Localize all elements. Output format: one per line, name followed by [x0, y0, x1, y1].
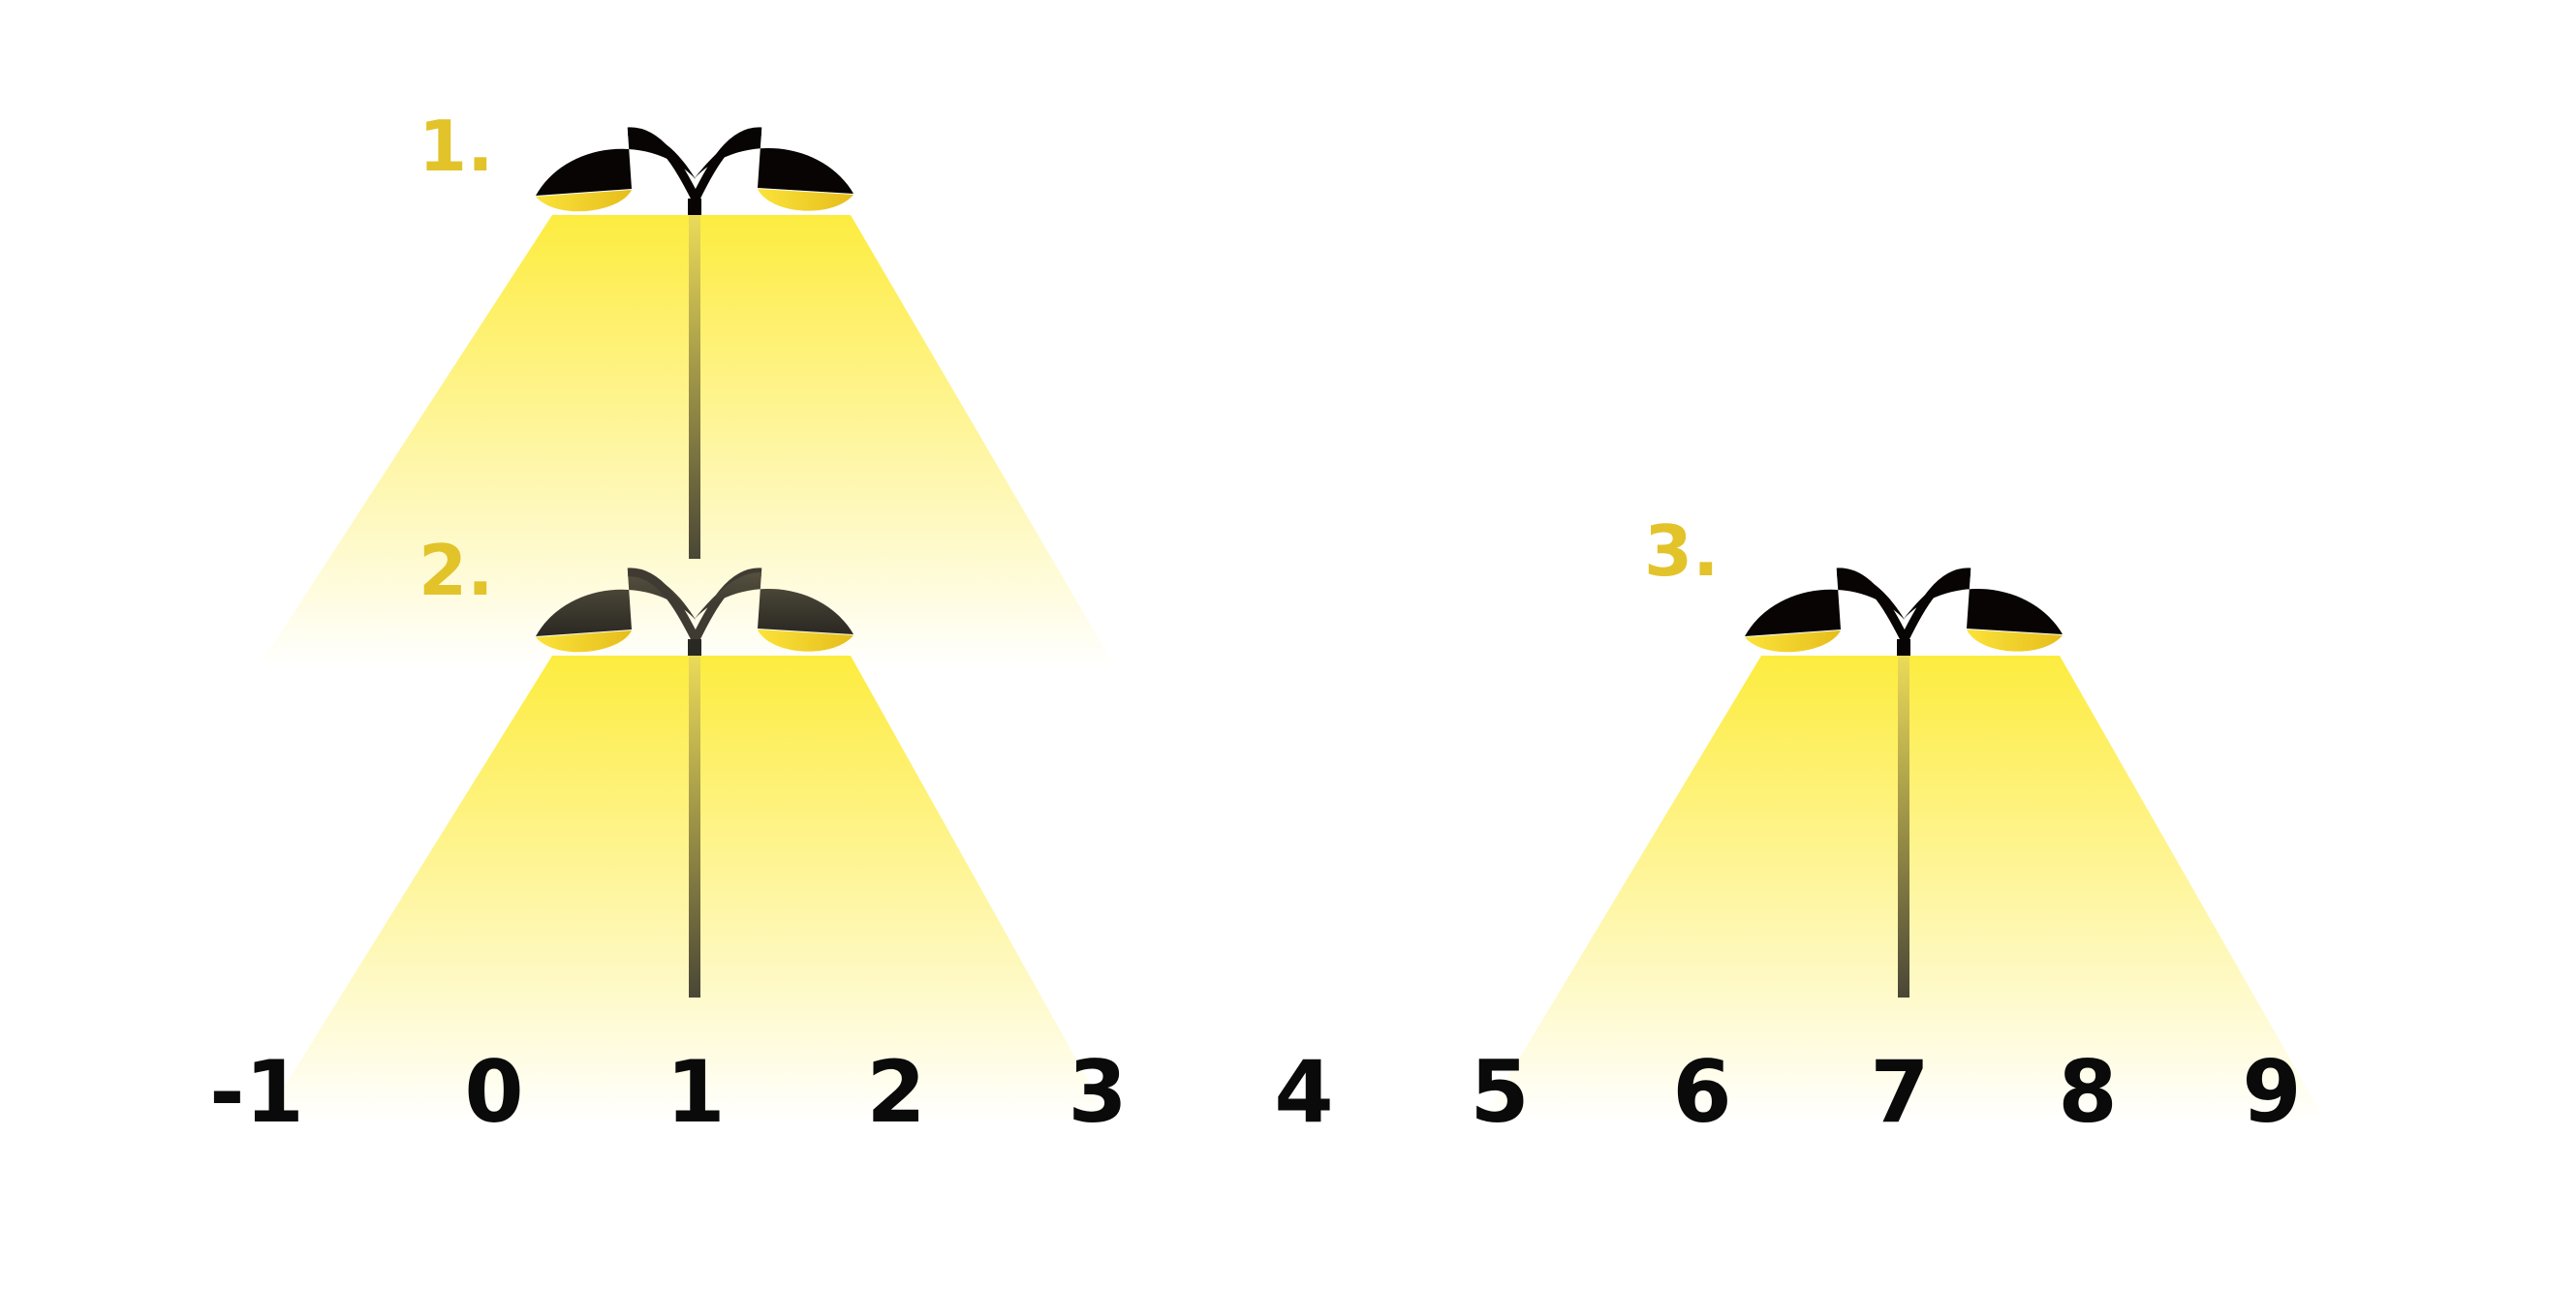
- tick-label: -1: [209, 1042, 304, 1142]
- tick-label: 0: [464, 1042, 523, 1142]
- tick-label: 5: [1470, 1042, 1529, 1142]
- lamp-2: [536, 568, 853, 998]
- tick-label: 3: [1068, 1042, 1127, 1142]
- lamp-3-left-head: [1745, 571, 1905, 636]
- lamp-2-pole: [689, 639, 700, 998]
- lamp-3-joint: [1897, 639, 1910, 656]
- lamp-2-light-beam: [262, 656, 1112, 1123]
- lamp-2-right-head: [694, 571, 853, 634]
- lamp-1-pole: [689, 199, 700, 559]
- lamp-3-right-head: [1903, 571, 2063, 634]
- lamp-3-label: 3.: [1644, 510, 1719, 592]
- lamp-2-joint: [688, 639, 701, 656]
- lamp-1-light-beam: [258, 215, 1116, 668]
- lamp-3: [1745, 568, 2063, 998]
- lamp-1: [536, 127, 853, 559]
- tick-label: 1: [666, 1042, 725, 1142]
- lamp-1-left-head: [536, 131, 696, 196]
- number-line: -1 0 1 2 3 4 5 6 7 8 9: [209, 1042, 2302, 1142]
- lamp-2-left-bulb: [536, 630, 632, 653]
- lamp-3-pole: [1898, 639, 1909, 998]
- lamp-1-left-bulb: [536, 190, 632, 212]
- tick-label: 7: [1870, 1042, 1929, 1142]
- lamp-2-right-bulb: [758, 630, 853, 652]
- tick-label: 8: [2058, 1042, 2117, 1142]
- lamp-1-joint: [688, 199, 701, 215]
- tick-label: 4: [1274, 1042, 1333, 1142]
- tick-label: 9: [2242, 1042, 2301, 1142]
- lamp-1-right-head: [694, 131, 853, 194]
- tick-label: 2: [866, 1042, 925, 1142]
- lamp-3-left-bulb: [1745, 630, 1841, 653]
- lamp-2-left-head: [536, 571, 696, 636]
- lamp-2-label: 2.: [419, 530, 493, 611]
- lamp-3-right-bulb: [1967, 630, 2063, 652]
- lamp-1-label: 1.: [419, 106, 493, 187]
- lamp-1-right-bulb: [758, 189, 853, 211]
- tick-label: 6: [1672, 1042, 1731, 1142]
